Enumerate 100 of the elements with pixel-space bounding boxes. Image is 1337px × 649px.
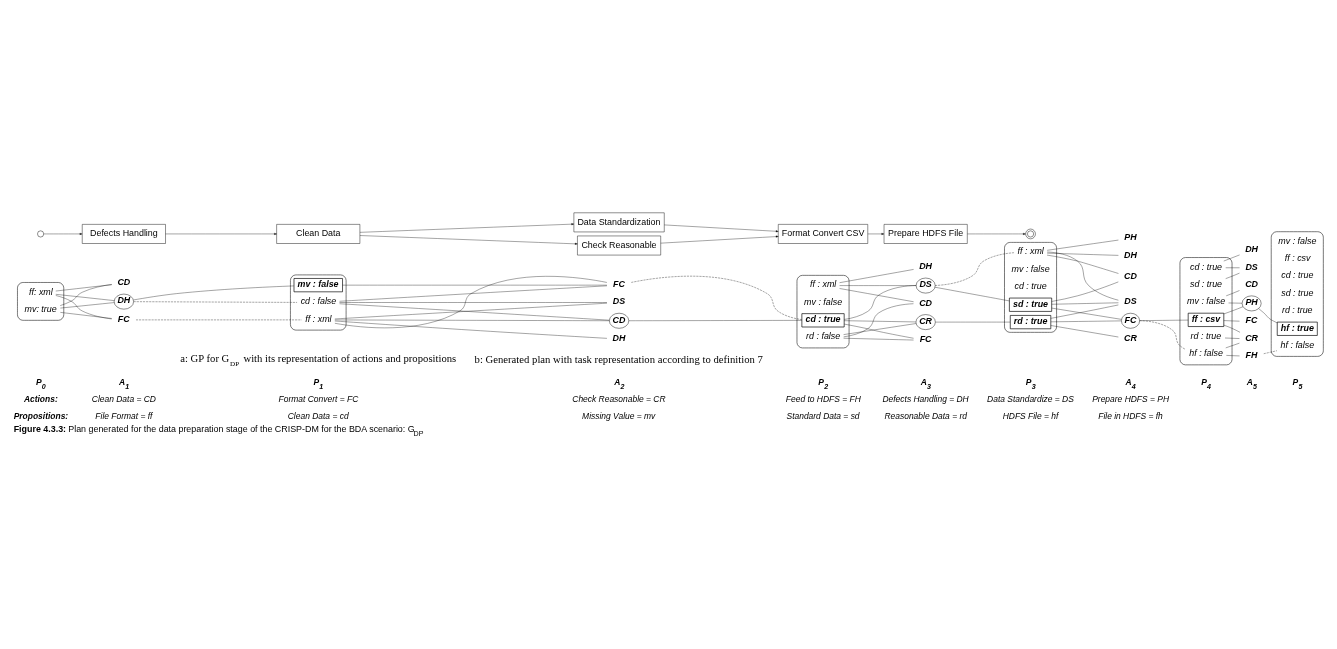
arrow bbox=[867, 232, 885, 235]
node-text: rd : false bbox=[806, 330, 841, 341]
cluster bbox=[1179, 256, 1233, 365]
arrow bbox=[664, 224, 779, 232]
label: A$_{1}$ bbox=[118, 376, 130, 391]
node-text: cd : true bbox=[1281, 269, 1314, 280]
node-text: mv: true bbox=[24, 303, 57, 314]
node-box: ff : csv bbox=[1187, 312, 1225, 327]
node-box: hf : true bbox=[1276, 321, 1318, 336]
node-box: rd : true bbox=[1009, 314, 1052, 329]
node-text: DS bbox=[1245, 261, 1258, 272]
label: Standard Data = sd bbox=[786, 410, 860, 421]
node-ellipse: CR bbox=[915, 313, 936, 330]
label: Missing Value = mv bbox=[582, 410, 656, 421]
label: A$_{4}$ bbox=[1125, 376, 1136, 391]
connector bbox=[1051, 281, 1119, 302]
arrow bbox=[359, 222, 574, 232]
node-text: ff: xml bbox=[29, 286, 53, 296]
node-text: sd : true bbox=[1281, 287, 1314, 298]
label: Feed to HDFS = FH bbox=[785, 393, 861, 404]
label: A$_{5}$ bbox=[1246, 376, 1257, 391]
node-text: DS bbox=[612, 295, 626, 306]
label: A$_{2}$ bbox=[614, 376, 625, 391]
node-text: cd : true bbox=[1189, 261, 1223, 272]
node-circle bbox=[37, 230, 44, 237]
node-box: cd : true bbox=[801, 312, 845, 327]
node-text: mv : false bbox=[804, 296, 843, 307]
arrow bbox=[359, 234, 578, 245]
node-text: DH bbox=[1245, 243, 1259, 254]
label: HDFS File = hf bbox=[1002, 410, 1059, 421]
cluster bbox=[1270, 230, 1324, 357]
node-text: hf : false bbox=[1189, 347, 1223, 358]
node-text: CD bbox=[117, 276, 131, 287]
node-box: Check Reasonable bbox=[577, 235, 661, 255]
cluster bbox=[1004, 241, 1057, 333]
node-box: mv : false bbox=[293, 277, 343, 292]
node-text: mv : false bbox=[1011, 263, 1050, 274]
node-text: FH bbox=[1245, 349, 1258, 360]
connector bbox=[1046, 252, 1119, 256]
label: Format Convert = FC bbox=[278, 393, 359, 404]
node-ellipse: FC bbox=[1121, 312, 1140, 329]
node-text: FC bbox=[1245, 314, 1258, 325]
node-ellipse: CD bbox=[609, 312, 630, 329]
label: Reasonable Data = rd bbox=[884, 410, 967, 421]
node-text: FC bbox=[117, 313, 130, 324]
node-box: Format Convert CSV bbox=[778, 223, 868, 244]
node-text: FC bbox=[919, 333, 932, 344]
label: b: Generated plan with task representation according to definition 7 bbox=[474, 352, 763, 365]
label: P$_{5}$ bbox=[1292, 376, 1303, 391]
caption: Figure 4.3.3: Plan generated for the data preparation stage of the CRISP-DM for the BDA scenario: G$_{DP}$ bbox=[13, 423, 424, 438]
node-text: PH bbox=[1124, 231, 1137, 242]
node-ellipse: PH bbox=[1241, 295, 1262, 311]
label: a: GP for G$_{DP}$ with its representation of actions and propositions bbox=[180, 351, 457, 368]
label: P$_{0}$ bbox=[35, 376, 46, 391]
node-box: Defects Handling bbox=[82, 223, 166, 244]
label: File Format = ff bbox=[95, 410, 153, 421]
node-text: DH bbox=[612, 332, 626, 343]
node-text: DH bbox=[1124, 249, 1137, 260]
node-ellipse: DH bbox=[113, 293, 134, 309]
label: Defects Handling = DH bbox=[882, 393, 969, 404]
node-ellipse: DS bbox=[915, 277, 936, 293]
label: A$_{3}$ bbox=[920, 376, 931, 391]
node-text: mv : false bbox=[1278, 235, 1317, 246]
label: Clean Data = cd bbox=[287, 410, 349, 421]
arrow bbox=[43, 232, 83, 235]
arrow bbox=[660, 235, 779, 243]
label: Clean Data = CD bbox=[91, 393, 156, 404]
label: Prepare HDFS = PH bbox=[1092, 393, 1170, 404]
node-text: DH bbox=[919, 260, 933, 271]
node-text: cd : true bbox=[1014, 280, 1047, 291]
label: Check Reasonable = CR bbox=[572, 393, 666, 404]
node-text: ff : xml bbox=[305, 313, 332, 324]
label: Actions: bbox=[23, 393, 58, 404]
node-text: CD bbox=[1124, 270, 1137, 281]
node-text: ff : xml bbox=[1017, 245, 1044, 256]
label: P$_{1}$ bbox=[313, 376, 324, 391]
node-text: DS bbox=[1124, 295, 1137, 306]
node-text: rd : true bbox=[1190, 330, 1222, 341]
cluster bbox=[17, 281, 65, 321]
node-text: FC bbox=[613, 278, 625, 289]
node-box: sd : true bbox=[1009, 297, 1053, 312]
node-text: CD bbox=[1245, 278, 1259, 289]
arrow bbox=[967, 232, 1026, 235]
label: File in HDFS = fh bbox=[1098, 410, 1163, 421]
label: P$_{3}$ bbox=[1025, 376, 1036, 391]
connector bbox=[1046, 251, 1119, 300]
connector bbox=[342, 284, 608, 285]
cluster bbox=[796, 274, 850, 348]
node-text: ff : xml bbox=[810, 278, 837, 289]
node-text: CR bbox=[1245, 332, 1259, 343]
node-text: cd : false bbox=[300, 295, 337, 306]
arrow bbox=[165, 232, 277, 235]
connector bbox=[934, 286, 1010, 301]
node-text: hf : false bbox=[1280, 339, 1315, 350]
label: Propositions: bbox=[13, 410, 69, 421]
label: Data Standardize = DS bbox=[987, 393, 1074, 404]
node-text: CD bbox=[919, 297, 933, 308]
node-text: ff : csv bbox=[1284, 252, 1311, 263]
node-text: mv : false bbox=[1187, 295, 1226, 306]
label: P$_{2}$ bbox=[818, 376, 829, 391]
